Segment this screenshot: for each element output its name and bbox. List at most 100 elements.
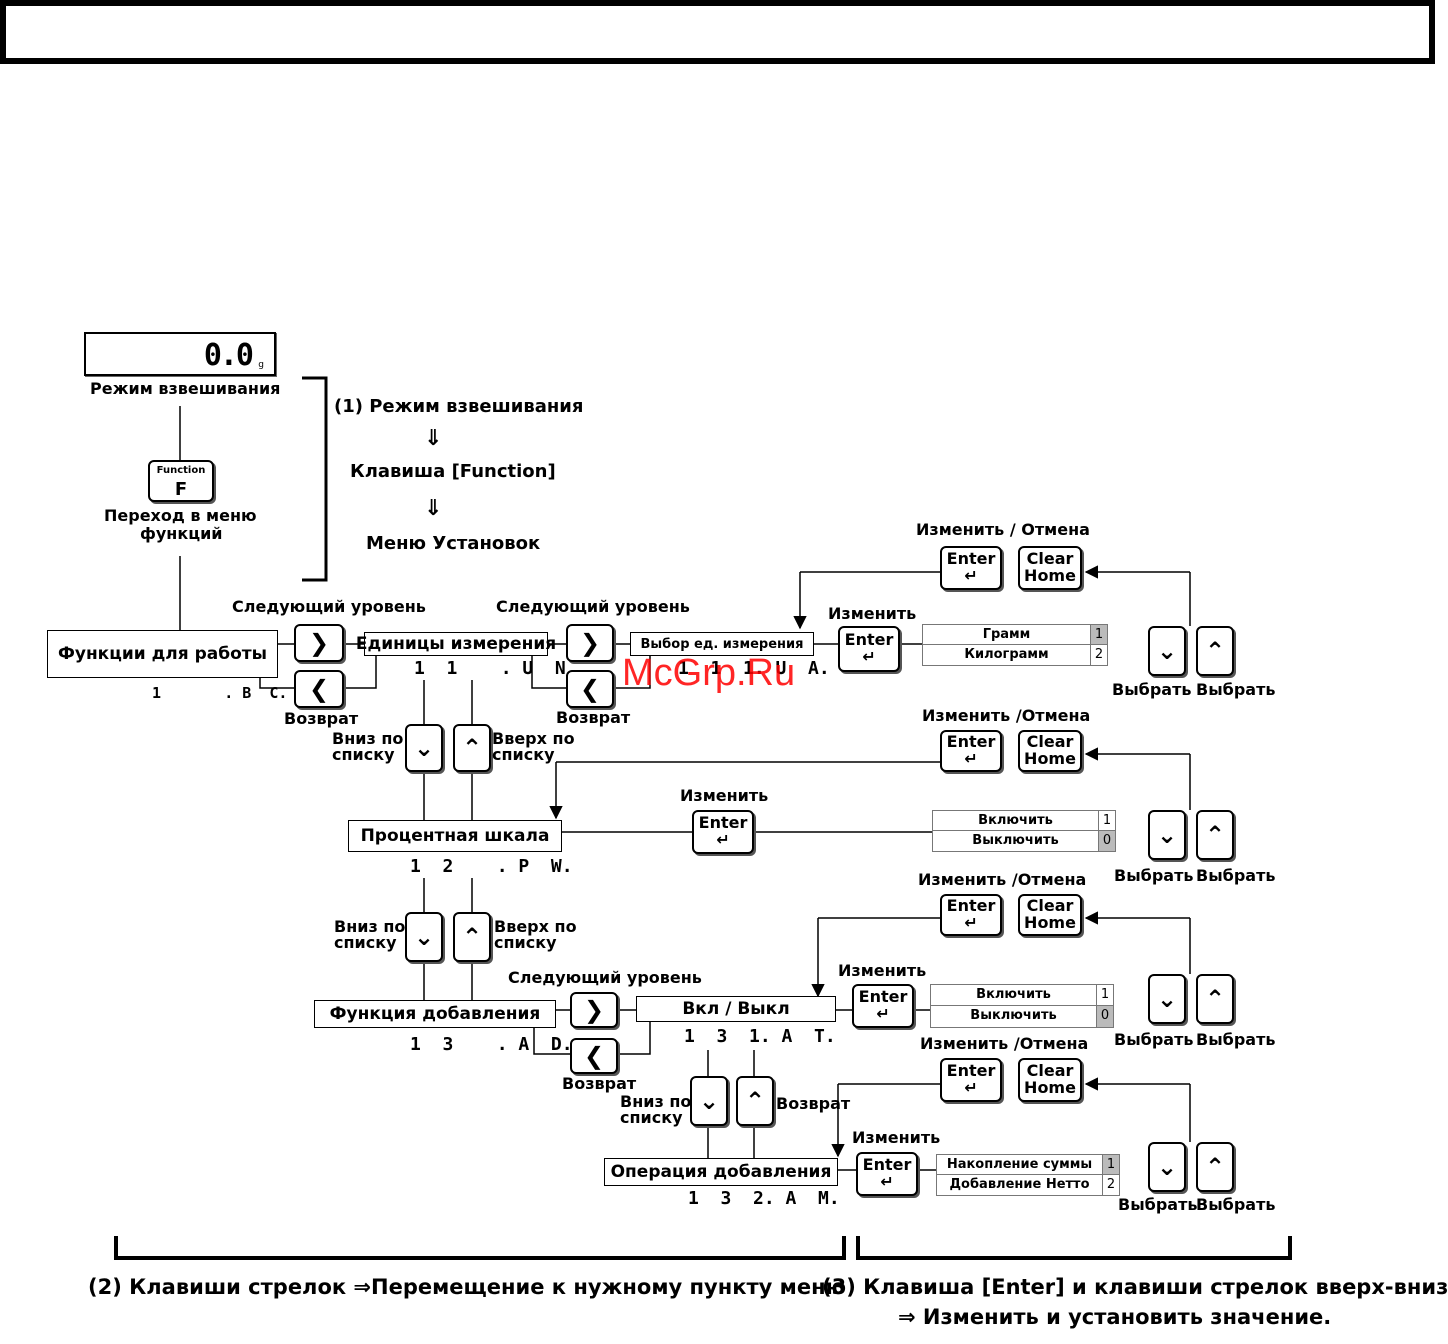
up-arrow-key-r4[interactable]: ⌃ xyxy=(1196,1142,1234,1192)
down-arrow-icon: ⌄ xyxy=(1156,637,1178,665)
select-label: Выбрать xyxy=(1196,1195,1276,1214)
change-cancel-label-3: Изменить /Отмена xyxy=(918,870,1087,889)
right-arrow-key-2[interactable]: ❯ xyxy=(566,624,614,662)
code-units: 1 1 . U N. xyxy=(414,658,577,679)
select-label: Выбрать xyxy=(1112,680,1192,699)
function-key-top: Function xyxy=(156,465,206,476)
down-list-label-2a: Вниз по xyxy=(334,917,406,936)
code-onoff: 1 3 1. A T. xyxy=(684,1026,836,1047)
down-arrow-key-r3[interactable]: ⌄ xyxy=(1148,974,1186,1024)
up-list-label-1a: Вверх по xyxy=(492,729,575,748)
left-arrow-icon: ❮ xyxy=(583,1042,605,1070)
up-arrow-key-2[interactable]: ⌃ xyxy=(453,912,491,962)
home-label: Home xyxy=(1024,566,1076,585)
function-caption-1: Переход в меню xyxy=(104,506,257,525)
menu-add-op: Операция добавления xyxy=(604,1158,838,1186)
select-label: Выбрать xyxy=(1196,1030,1276,1049)
option-text: Включить xyxy=(978,813,1053,828)
left-arrow-key-3[interactable]: ❮ xyxy=(570,1038,618,1074)
select-label: Выбрать xyxy=(1196,680,1276,699)
down-list-label-1a: Вниз по xyxy=(332,729,404,748)
up-arrow-icon: ⌃ xyxy=(461,923,483,951)
enter-key-3b[interactable]: Enter↵ xyxy=(940,894,1002,936)
right-arrow-icon: ❯ xyxy=(308,629,330,657)
down-arrow-key-3[interactable]: ⌄ xyxy=(690,1076,728,1126)
option-number: 1 xyxy=(1090,625,1107,644)
option-row[interactable]: Выключить 0 xyxy=(933,831,1115,851)
up-arrow-icon: ⌃ xyxy=(1204,821,1226,849)
option-number: 2 xyxy=(1090,645,1107,665)
left-arrow-key-2[interactable]: ❮ xyxy=(566,670,614,708)
function-key[interactable]: Function F xyxy=(148,460,214,502)
enter-return-icon: ↵ xyxy=(880,1172,894,1191)
down-list-label-1b: списку xyxy=(332,745,395,764)
up-arrow-icon: ⌃ xyxy=(1204,637,1226,665)
down-arrow-key-1[interactable]: ⌄ xyxy=(405,724,443,772)
select-label: Выбрать xyxy=(1114,866,1194,885)
option-text: Накопление суммы xyxy=(946,1157,1093,1172)
change-label-1: Изменить xyxy=(828,604,917,623)
right-arrow-key-1[interactable]: ❯ xyxy=(294,624,344,662)
home-label: Home xyxy=(1024,1078,1076,1097)
code-work: 1 . B C. xyxy=(152,684,288,702)
right-arrow-icon: ❯ xyxy=(579,629,601,657)
option-text: Включить xyxy=(976,987,1051,1002)
menu-percent: Процентная шкала xyxy=(348,820,562,852)
up-arrow-key-r3[interactable]: ⌃ xyxy=(1196,974,1234,1024)
enter-key-2b[interactable]: Enter↵ xyxy=(940,730,1002,772)
step1-arrow-b: ⇓ xyxy=(424,496,443,521)
up-arrow-key-1[interactable]: ⌃ xyxy=(453,724,491,772)
enter-key-4[interactable]: Enter↵ xyxy=(856,1152,918,1196)
down-arrow-icon: ⌄ xyxy=(1156,1153,1178,1181)
change-cancel-label-2: Изменить /Отмена xyxy=(922,706,1091,725)
enter-return-icon: ↵ xyxy=(964,1078,978,1097)
down-arrow-icon: ⌄ xyxy=(1156,985,1178,1013)
back-label-3: Возврат xyxy=(562,1074,637,1093)
option-row[interactable]: Накопление суммы 1 xyxy=(937,1155,1119,1175)
right-arrow-icon: ❯ xyxy=(583,996,605,1024)
down-arrow-key-r1[interactable]: ⌄ xyxy=(1148,626,1186,676)
change-label-3: Изменить xyxy=(838,961,927,980)
up-arrow-key-r2[interactable]: ⌃ xyxy=(1196,810,1234,860)
footer-right-1: (3) Клавиша [Enter] и клавиши стрелок вв… xyxy=(822,1275,1448,1299)
left-arrow-key-1[interactable]: ❮ xyxy=(294,670,344,708)
enter-return-icon: ↵ xyxy=(964,566,978,585)
home-label: Home xyxy=(1024,913,1076,932)
up-list-label-2b: списку xyxy=(494,933,557,952)
header-bar xyxy=(0,0,1435,64)
option-text: Выключить xyxy=(972,833,1059,848)
footer-left: (2) Клавиши стрелок ⇒Перемещение к нужно… xyxy=(88,1275,846,1299)
enter-key-1b[interactable]: Enter↵ xyxy=(940,546,1002,590)
up-arrow-icon: ⌃ xyxy=(461,734,483,762)
next-level-label-3: Следующий уровень xyxy=(508,968,702,987)
menu-onoff: Вкл / Выкл xyxy=(636,996,836,1022)
enter-key-2[interactable]: Enter↵ xyxy=(692,810,754,854)
enter-key-1[interactable]: Enter↵ xyxy=(838,626,900,672)
down-arrow-key-r2[interactable]: ⌄ xyxy=(1148,810,1186,860)
option-number: 0 xyxy=(1098,831,1115,851)
display-unit: g xyxy=(258,360,264,370)
down-arrow-key-r4[interactable]: ⌄ xyxy=(1148,1142,1186,1192)
right-arrow-key-3[interactable]: ❯ xyxy=(570,992,618,1028)
enter-key-4b[interactable]: Enter↵ xyxy=(940,1058,1002,1102)
up-arrow-key-r1[interactable]: ⌃ xyxy=(1196,626,1234,676)
enter-key-3[interactable]: Enter↵ xyxy=(852,984,914,1028)
footer-right-2: ⇒ Изменить и установить значение. xyxy=(898,1305,1332,1329)
down-arrow-key-2[interactable]: ⌄ xyxy=(405,912,443,962)
change-label-2: Изменить xyxy=(680,786,769,805)
up-arrow-key-3[interactable]: ⌃ xyxy=(736,1076,774,1126)
option-number: 1 xyxy=(1102,1155,1119,1174)
